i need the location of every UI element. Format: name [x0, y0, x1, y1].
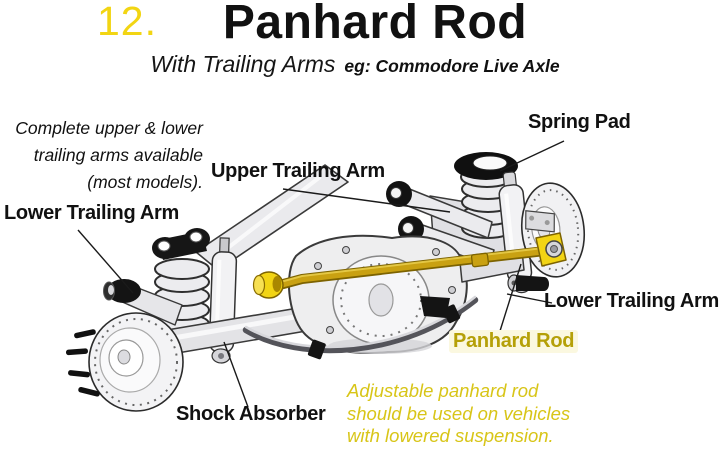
brake-disc-left	[65, 312, 184, 412]
upper-mount-bushings	[152, 228, 210, 260]
label-shock-absorber: Shock Absorber	[176, 403, 326, 425]
section-number: 12.	[97, 0, 157, 44]
label-lower-trailing-arm-left: Lower Trailing Arm	[4, 202, 180, 224]
label-lower-trailing-arm-right: Lower Trailing Arm	[543, 290, 719, 312]
adjustable-note: Adjustable panhard rod should be used on…	[347, 380, 570, 448]
availability-note-line: (most models).	[87, 172, 203, 192]
bump-stop	[420, 296, 450, 318]
lower-trailing-arm-bushing-left	[103, 279, 183, 326]
differential-housing	[287, 234, 468, 354]
adjustable-note-line: Adjustable panhard rod	[347, 380, 539, 401]
subtitle-example: eg: Commodore Live Axle	[344, 56, 560, 76]
availability-note: Complete upper & lower trailing arms ava…	[0, 115, 203, 196]
spring-pad-part	[454, 152, 518, 180]
availability-note-line: trailing arms available	[33, 145, 203, 165]
label-spring-pad: Spring Pad	[528, 111, 631, 133]
page-title: Panhard Rod	[222, 0, 528, 49]
pointer-lines	[77, 140, 565, 408]
adjustable-note-line: should be used on vehicles	[347, 402, 571, 424]
adjustable-note-line: with lowered suspension.	[347, 425, 554, 446]
subtitle-main: With Trailing Arms	[150, 51, 336, 77]
page-subtitle: With Trailing Arms eg: Commodore Live Ax…	[0, 51, 710, 78]
lower-trailing-arm-bushing-right	[507, 274, 549, 292]
availability-note-line: Complete upper & lower	[15, 118, 203, 138]
panhard-rod-part	[252, 232, 567, 299]
label-upper-trailing-arm: Upper Trailing Arm	[211, 160, 385, 182]
label-panhard-rod: Panhard Rod	[449, 330, 579, 353]
